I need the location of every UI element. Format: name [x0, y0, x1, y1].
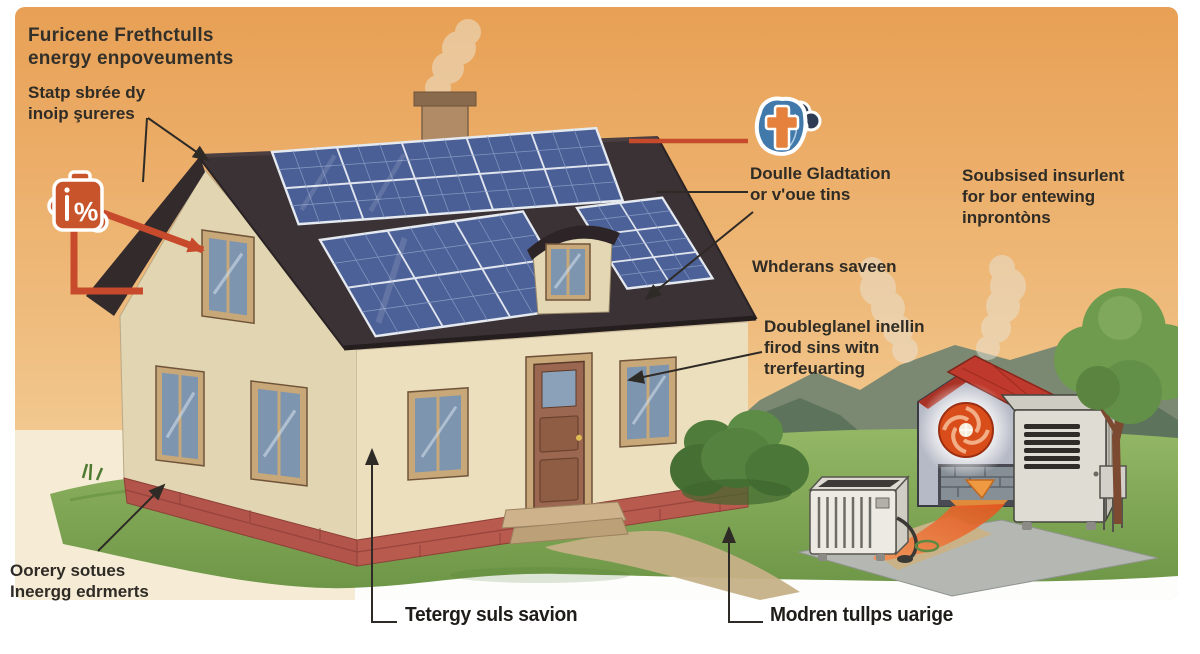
label-line: inoip şureres: [28, 104, 135, 123]
funnel-icon: [964, 479, 996, 500]
callout-line-foundation: [97, 483, 166, 552]
label-line: inprontòns: [962, 208, 1051, 227]
heat-pump-scene: [797, 255, 1178, 597]
callout-label-foundation: Oorery sotues Ineergg edrmerts: [10, 560, 149, 602]
label-line: firod sins witn: [764, 338, 880, 357]
front-door: [525, 352, 593, 516]
percent-symbol: %: [73, 196, 99, 228]
label-line: Modren tullps uarige: [770, 604, 954, 626]
front-window-1: [407, 387, 469, 481]
callout-line-roof-2: [142, 117, 148, 183]
label-line: Doulle Gladtation: [750, 164, 891, 183]
label-line: Tetergy suls savion: [405, 604, 578, 626]
house: [86, 19, 758, 567]
heat-pump-unit: [808, 475, 940, 563]
left-window-2: [250, 380, 308, 487]
label-line: Whderans saveen: [752, 257, 897, 276]
callout-label-savings: Whderans saveen: [752, 256, 897, 277]
label-line: Soubsised insurlent: [962, 166, 1125, 185]
label-line: trerfeuarting: [764, 359, 866, 378]
red-arrow-window: [101, 209, 205, 254]
solar-panel-array-top: [270, 126, 625, 226]
dormer-window: [545, 243, 591, 301]
hose-coil: [914, 539, 940, 553]
callout-label-heat-pump: Modren tullps uarige: [770, 604, 953, 626]
callout-line-heatpump: [722, 526, 763, 623]
tree: [1054, 288, 1178, 524]
cross-glyph: [764, 104, 800, 151]
heat-flow: [873, 504, 1005, 561]
front-window-2: [619, 356, 677, 448]
percent-tag-icon: %: [47, 170, 109, 233]
left-window-1: [155, 365, 205, 467]
label-line: for bor entewing: [962, 187, 1096, 206]
red-callout-lines: [70, 138, 748, 295]
solar-panel-array-right: [575, 196, 715, 290]
title-line: energy enpoveuments: [28, 48, 234, 69]
plaster-cross-icon: [754, 96, 822, 156]
label-line: Ineergg edrmerts: [10, 582, 149, 601]
callout-label-roof: Statp sbrée dy inoip şureres: [28, 82, 145, 124]
callout-lines: [97, 117, 763, 623]
callout-label-glazing: Doulle Gladtation or v'oue tins: [750, 163, 891, 205]
door-steps: [501, 501, 629, 545]
callout-line-roof: [147, 117, 210, 162]
boiler-smoke: [859, 255, 1026, 363]
callout-label-energy-saving: Tetergy suls savion: [405, 604, 578, 626]
dormer: [527, 225, 620, 315]
attic-window: [201, 229, 255, 325]
label-line: Statp sbrée dy: [28, 83, 146, 102]
callout-line-windows: [627, 351, 763, 384]
garden-path: [545, 530, 800, 600]
callout-line-dormer: [644, 211, 754, 301]
label-line: Doubleglanel inellin: [764, 317, 925, 336]
title-line: Furicene Frethctulls: [28, 25, 214, 46]
red-elbow-line: [70, 230, 143, 295]
callout-label-subsidy: Soubsised insurlent for bor entewing inp…: [962, 165, 1124, 228]
bushes: [670, 410, 809, 505]
chimney-smoke: [425, 19, 481, 101]
heat-glow-icon: [918, 382, 1014, 478]
callout-label-windows: Doubleglanel inellin firod sins witn tre…: [764, 316, 925, 379]
label-line: or v'oue tins: [750, 185, 851, 204]
page-title: Furicene Frethctulls energy enpoveuments: [28, 24, 233, 70]
callout-line-energy: [365, 448, 397, 623]
boiler-unit: [1000, 394, 1127, 532]
label-line: Oorery sotues: [10, 561, 126, 580]
